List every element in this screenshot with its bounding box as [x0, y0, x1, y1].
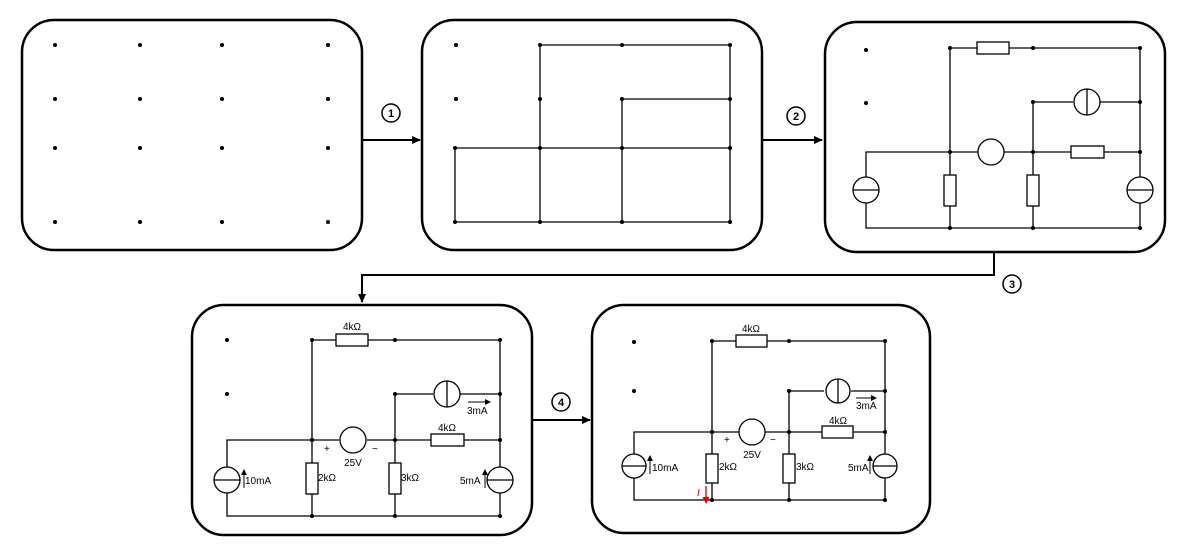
step-arrow-1: 1: [362, 103, 421, 144]
panel-3-circuit-elements: [823, 20, 1167, 254]
step-arrow-3: 3: [358, 252, 1022, 303]
step-number-3: 3: [1009, 279, 1015, 291]
p5-label-v-source: 25V: [743, 450, 761, 461]
p4-label-i-left: 10mA: [245, 476, 271, 487]
p4-label-i-src: 3mA: [467, 406, 488, 417]
p5-label-plus: +: [724, 435, 730, 446]
p5-label-i-right: 5mA: [848, 463, 869, 474]
p4-label-v-source: 25V: [344, 458, 362, 469]
p5-label-i-left: 10mA: [652, 463, 678, 474]
p5-label-minus: −: [770, 435, 776, 446]
panel-5-final-circuit: 4kΩ 4kΩ 3mA 25V + − 2kΩ 3kΩ 10mA 5mA I: [590, 303, 932, 535]
p5-label-r-left: 2kΩ: [719, 462, 738, 473]
panel-1-node-grid: [20, 18, 364, 252]
step-number-1: 1: [388, 108, 394, 120]
p4-label-plus: +: [324, 444, 330, 455]
panel-4-labelled-circuit: 4kΩ 4kΩ 3mA 25V + − 2kΩ 3kΩ 10mA 5mA: [190, 303, 534, 537]
step-number-4: 4: [558, 397, 565, 409]
p4-label-r-left: 2kΩ: [318, 473, 337, 484]
p5-label-r-top: 4kΩ: [742, 324, 761, 335]
p5-label-i-src: 3mA: [856, 401, 877, 412]
panel-2-wiring: [420, 18, 764, 252]
p5-label-r-right: 4kΩ: [829, 416, 848, 427]
p5-label-current-i: I: [697, 488, 700, 499]
p4-label-i-right: 5mA: [460, 476, 481, 487]
p5-label-r-mid: 3kΩ: [796, 462, 815, 473]
step-arrow-4: 4: [532, 392, 591, 424]
p4-label-r-top: 4kΩ: [343, 322, 362, 333]
p4-label-r-mid: 3kΩ: [401, 473, 420, 484]
step-number-2: 2: [793, 111, 799, 123]
p4-label-r-right: 4kΩ: [438, 423, 457, 434]
p4-label-minus: −: [372, 444, 378, 455]
step-arrow-2: 2: [762, 106, 823, 144]
